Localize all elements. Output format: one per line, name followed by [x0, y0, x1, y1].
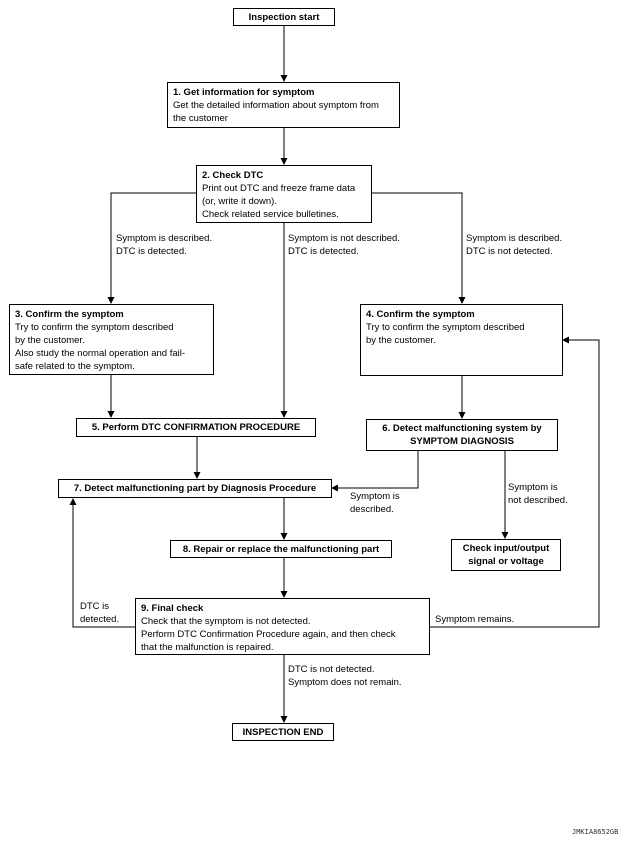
step6-line-1: 6. Detect malfunctioning system by: [382, 423, 542, 434]
step9-line-3: that the malfunction is repaired.: [141, 642, 274, 653]
figure-code: JMKIA8652GB: [572, 828, 619, 836]
step6-box: 6. Detect malfunctioning system by SYMPT…: [366, 419, 558, 451]
s6-described-label: Symptom is described.: [350, 490, 400, 516]
s6-not-described-line-2: not described.: [508, 495, 568, 506]
branch-left-line-1: Symptom is described.: [116, 233, 213, 244]
dtc-detected-label: DTC is detected.: [80, 600, 119, 626]
step8-label: 8. Repair or replace the malfunctioning …: [182, 544, 380, 555]
step2-line-2: (or, write it down).: [202, 196, 277, 207]
branch-right-label: Symptom is described. DTC is not detecte…: [466, 232, 562, 258]
inspection-start-label: Inspection start: [248, 12, 320, 23]
symptom-remains-label: Symptom remains.: [435, 614, 515, 625]
s6-not-described-label: Symptom is not described.: [508, 481, 568, 507]
dtc-detected-line-1: DTC is: [80, 601, 110, 612]
check-io-line-1: Check input/output: [462, 543, 550, 554]
step3-box: 3. Confirm the symptom Try to confirm th…: [9, 304, 214, 375]
s6-described-line-1: Symptom is: [350, 491, 400, 502]
step4-line-1: Try to confirm the symptom described: [366, 322, 525, 333]
step5-label: 5. Perform DTC CONFIRMATION PROCEDURE: [91, 422, 301, 433]
step3-line-1: Try to confirm the symptom described: [15, 322, 174, 333]
final-ok-line-1: DTC is not detected.: [288, 664, 375, 675]
inspection-start-box: Inspection start: [233, 8, 335, 26]
step7-box: 7. Detect malfunctioning part by Diagnos…: [58, 479, 332, 498]
s6-not-described-line-1: Symptom is: [508, 482, 558, 493]
step2-line-1: Print out DTC and freeze frame data: [202, 183, 356, 194]
s6-described-line-2: described.: [350, 504, 394, 515]
branch-mid-line-2: DTC is detected.: [288, 246, 359, 257]
step9-line-2: Perform DTC Confirmation Procedure again…: [141, 629, 396, 640]
step4-box: 4. Confirm the symptom Try to confirm th…: [360, 304, 563, 376]
step9-title: 9. Final check: [141, 603, 204, 614]
inspection-end-label: INSPECTION END: [242, 727, 324, 738]
arrow-step2-to-step3: [107, 192, 196, 304]
step6-line-2: SYMPTOM DIAGNOSIS: [410, 436, 514, 447]
branch-right-line-1: Symptom is described.: [466, 233, 563, 244]
arrow-step9-to-step4: [430, 336, 600, 628]
step3-line-2: by the customer.: [15, 335, 85, 346]
step3-title: 3. Confirm the symptom: [15, 309, 124, 320]
step1-title: 1. Get information for symptom: [173, 87, 315, 98]
inspection-end-box: INSPECTION END: [232, 723, 334, 741]
arrow-step9-to-step7: [69, 498, 135, 628]
step9-line-1: Check that the symptom is not detected.: [141, 616, 311, 627]
step1-body: Get the detailed information about sympt…: [173, 100, 379, 124]
arrow-step2-to-step4: [372, 192, 466, 304]
final-ok-line-2: Symptom does not remain.: [288, 677, 402, 688]
step3-line-3: Also study the normal operation and fail…: [15, 348, 186, 359]
step7-label: 7. Detect malfunctioning part by Diagnos…: [73, 483, 317, 494]
step2-box: 2. Check DTC Print out DTC and freeze fr…: [196, 165, 372, 223]
step8-box: 8. Repair or replace the malfunctioning …: [170, 540, 392, 558]
step5-box: 5. Perform DTC CONFIRMATION PROCEDURE: [76, 418, 316, 437]
branch-right-line-2: DTC is not detected.: [466, 246, 553, 257]
step1-box: 1. Get information for symptom Get the d…: [167, 82, 400, 128]
dtc-detected-line-2: detected.: [80, 614, 120, 625]
branch-mid-label: Symptom is not described. DTC is detecte…: [288, 232, 400, 258]
step9-box: 9. Final check Check that the symptom is…: [135, 598, 430, 655]
step4-line-2: by the customer.: [366, 335, 436, 346]
branch-left-line-2: DTC is detected.: [116, 246, 187, 257]
branch-mid-line-1: Symptom is not described.: [288, 233, 400, 244]
branch-left-label: Symptom is described. DTC is detected.: [116, 232, 212, 258]
final-ok-label: DTC is not detected. Symptom does not re…: [288, 663, 402, 689]
arrow-step6-to-step7: [331, 451, 419, 492]
step3-line-4: safe related to the symptom.: [15, 361, 135, 372]
step2-line-3: Check related service bulletines.: [202, 209, 339, 220]
check-io-line-2: signal or voltage: [468, 556, 544, 567]
step4-title: 4. Confirm the symptom: [366, 309, 475, 320]
check-io-box: Check input/output signal or voltage: [451, 539, 561, 571]
step2-title: 2. Check DTC: [202, 170, 264, 181]
